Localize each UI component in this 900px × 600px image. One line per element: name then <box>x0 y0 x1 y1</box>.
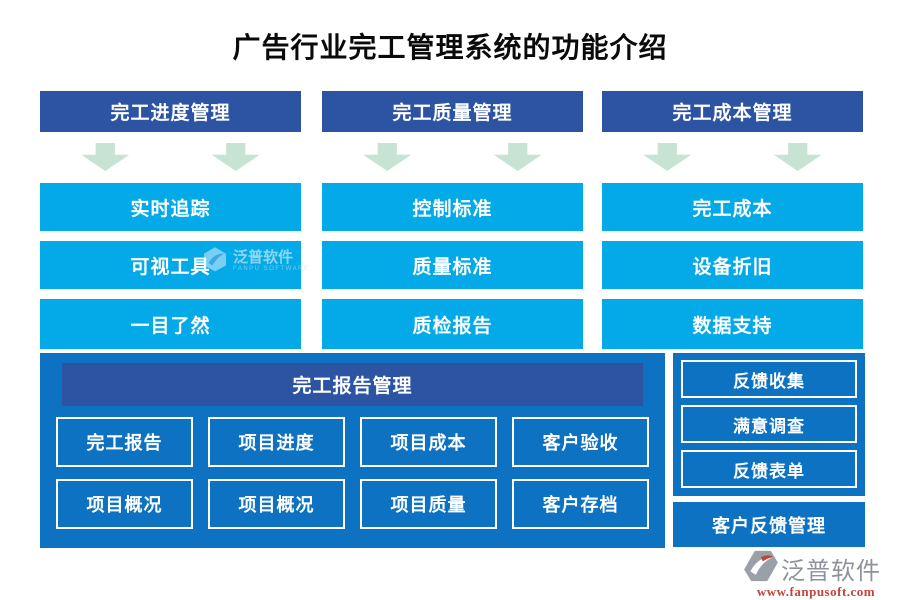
column-header: 完工成本管理 <box>602 91 863 132</box>
down-arrow-icon <box>81 143 130 171</box>
function-box: 质检报告 <box>322 299 583 349</box>
arrow-row <box>602 132 863 183</box>
down-arrow-icon <box>211 143 260 171</box>
function-box: 设备折旧 <box>602 241 863 289</box>
report-box: 项目概况 <box>56 479 193 529</box>
report-box: 项目质量 <box>360 479 497 529</box>
function-box: 控制标准 <box>322 183 583 231</box>
report-section-header: 完工报告管理 <box>62 363 643 406</box>
column-progress-management: 完工进度管理 实时追踪 可视工具 一目了然 <box>40 91 301 359</box>
function-box: 实时追踪 <box>40 183 301 231</box>
down-arrow-icon <box>643 143 692 171</box>
customer-feedback-management-box: 客户反馈管理 <box>673 502 865 547</box>
brand-name: 泛普软件 <box>781 558 881 585</box>
function-box: 质量标准 <box>322 241 583 289</box>
report-box: 完工报告 <box>56 417 193 467</box>
brand-url: www.fanpusoft.com <box>756 584 876 599</box>
arrow-row <box>322 132 583 183</box>
feedback-section: 反馈收集 满意调查 反馈表单 <box>673 353 865 496</box>
report-box: 客户存档 <box>512 479 649 529</box>
brand-footer: 泛普软件 www.fanpusoft.com <box>743 550 889 600</box>
column-cost-management: 完工成本管理 完工成本 设备折旧 数据支持 <box>602 91 863 359</box>
feedback-box: 反馈表单 <box>681 450 857 488</box>
column-quality-management: 完工质量管理 控制标准 质量标准 质检报告 <box>322 91 583 359</box>
fanpu-logo-icon <box>743 550 779 587</box>
arrow-row <box>40 132 301 183</box>
report-box: 项目概况 <box>208 479 345 529</box>
brand-row: 泛普软件 <box>743 550 889 587</box>
column-header: 完工质量管理 <box>322 91 583 132</box>
feedback-box: 满意调查 <box>681 405 857 443</box>
function-box: 数据支持 <box>602 299 863 349</box>
function-box: 一目了然 <box>40 299 301 349</box>
report-management-section: 完工报告管理 完工报告 项目进度 项目成本 客户验收 项目概况 项目概况 项目质… <box>40 353 665 548</box>
report-box: 项目进度 <box>208 417 345 467</box>
down-arrow-icon <box>363 143 412 171</box>
column-header: 完工进度管理 <box>40 91 301 132</box>
function-box: 完工成本 <box>602 183 863 231</box>
report-box: 客户验收 <box>512 417 649 467</box>
page-title: 广告行业完工管理系统的功能介绍 <box>232 32 668 63</box>
report-box: 项目成本 <box>360 417 497 467</box>
down-arrow-icon <box>493 143 542 171</box>
report-grid: 完工报告 项目进度 项目成本 客户验收 项目概况 项目概况 项目质量 客户存档 <box>56 417 649 529</box>
down-arrow-icon <box>773 143 822 171</box>
feedback-box: 反馈收集 <box>681 360 857 398</box>
function-box: 可视工具 <box>40 241 301 289</box>
